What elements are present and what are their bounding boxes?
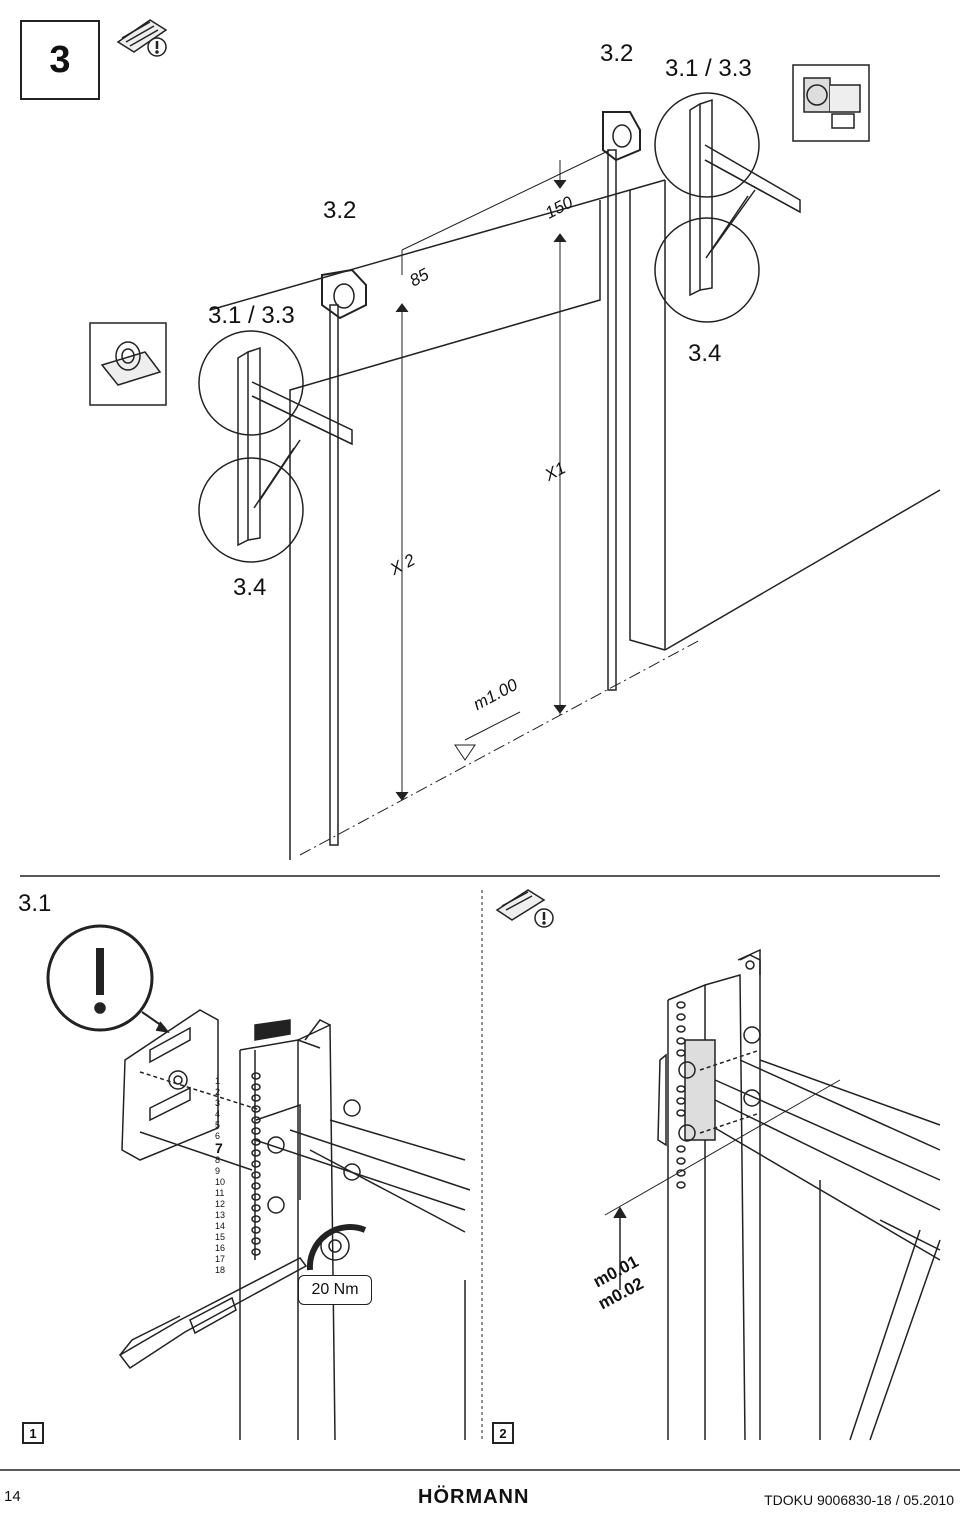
panel-number-2: 2: [492, 1422, 514, 1444]
drive-motor-icon: [792, 64, 870, 142]
manual-warning-icon: [116, 19, 168, 57]
hole-number: 9: [215, 1166, 221, 1176]
label-3-1-3-3-left: 3.1 / 3.3: [208, 302, 295, 329]
hole-number: 10: [215, 1177, 226, 1187]
torque-label: 20 Nm: [298, 1275, 372, 1305]
hole-number: 13: [215, 1210, 226, 1220]
page-number: 14: [4, 1488, 21, 1505]
panel-number-1: 1: [22, 1422, 44, 1444]
hole-number: 12: [215, 1199, 226, 1209]
doc-reference: TDOKU 9006830-18 / 05.2010: [764, 1492, 954, 1508]
hole-number: 15: [215, 1232, 226, 1242]
label-3-1-3-3-right: 3.1 / 3.3: [665, 55, 752, 82]
right-column-holes: [676, 1001, 686, 1189]
column-holes: [251, 1072, 261, 1256]
hole-number: 1: [215, 1076, 221, 1086]
hole-number: 6: [215, 1131, 221, 1141]
right-measuring-tape: [602, 111, 641, 691]
hole-number: 4: [215, 1109, 221, 1119]
dimension-lines: [299, 149, 701, 856]
label-3-2-right: 3.2: [600, 40, 634, 67]
torque-wrench: [118, 1257, 308, 1370]
hole-number: 5: [215, 1120, 221, 1130]
hole-number: 14: [215, 1221, 226, 1231]
hole-number: 3: [215, 1098, 221, 1108]
hole-number: 16: [215, 1243, 226, 1253]
step-number: 3: [20, 20, 100, 100]
hole-number: 2: [215, 1087, 221, 1097]
manual-warning-icon-2: [495, 889, 554, 928]
left-measuring-tape: [321, 268, 367, 846]
hole-number: 7: [215, 1140, 223, 1156]
mounting-plate: [121, 1009, 261, 1171]
brand-logo: HÖRMANN: [418, 1486, 530, 1508]
column-profile: [239, 1019, 471, 1441]
hole-number-list: 1 2 3 4 5 6 7 8 9 10 11 12 13 14 15 16 1…: [215, 1076, 225, 1276]
right-column-assembly: [604, 948, 941, 1441]
pillow-block-bearing-icon: [89, 322, 167, 406]
label-3-2-left: 3.2: [323, 197, 357, 224]
label-3-4-left: 3.4: [233, 574, 267, 601]
hole-number: 11: [215, 1188, 225, 1198]
label-3-4-right: 3.4: [688, 340, 722, 367]
hole-number: 17: [215, 1254, 226, 1264]
left-bracket: [198, 330, 353, 563]
warning-exclamation-icon: [46, 924, 170, 1034]
hole-number: 18: [215, 1265, 226, 1275]
right-bracket: [654, 92, 801, 323]
section-label-3-1: 3.1: [18, 890, 52, 917]
hole-number: 8: [215, 1155, 221, 1165]
